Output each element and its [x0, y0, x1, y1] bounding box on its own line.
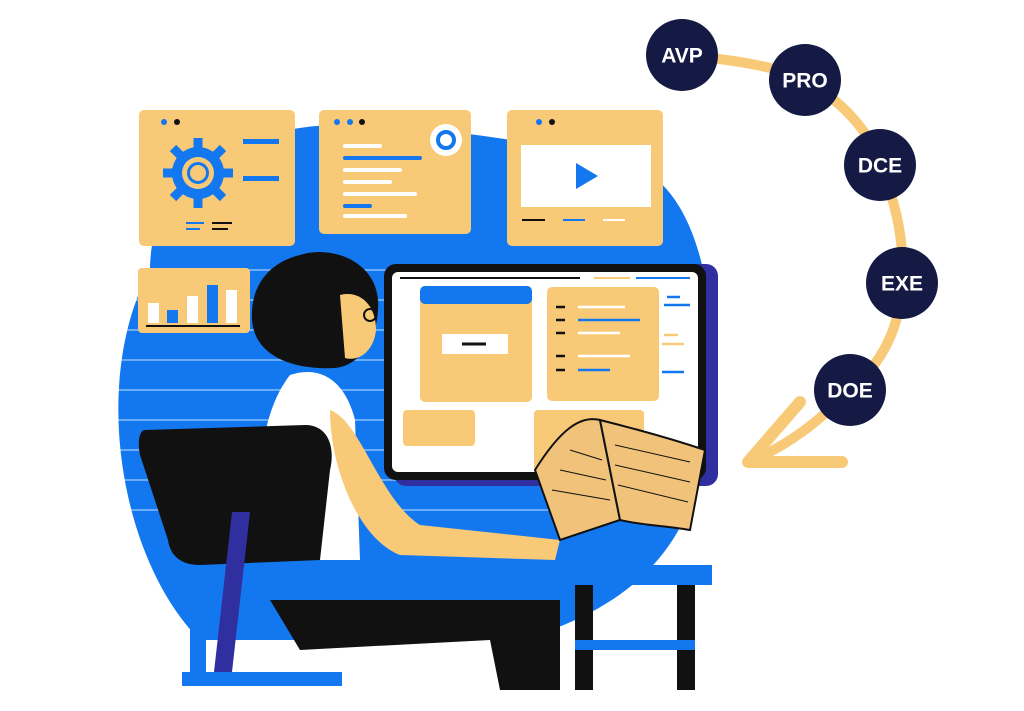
workflow-step-exe: EXE — [866, 247, 938, 319]
workflow-step-dce: DCE — [844, 129, 916, 201]
workflow-step-label: DOE — [827, 380, 873, 403]
bar-chart-panel — [138, 268, 250, 333]
workflow-step-doe: DOE — [814, 354, 886, 426]
workflow-step-label: DCE — [858, 155, 902, 178]
settings-panel — [139, 110, 295, 246]
chair — [138, 425, 342, 686]
workflow-step-pro: PRO — [769, 44, 841, 116]
target-icon — [430, 124, 462, 156]
workflow-step-label: EXE — [881, 273, 923, 296]
open-book-icon — [533, 418, 707, 542]
arrow-head-icon — [742, 396, 848, 468]
workflow-step-label: PRO — [782, 70, 828, 93]
workflow-step-avp: AVP — [646, 19, 718, 91]
desk — [172, 565, 712, 690]
gear-icon — [163, 138, 233, 208]
workflow-step-label: AVP — [661, 45, 703, 68]
video-panel — [507, 110, 663, 246]
code-panel — [319, 110, 471, 234]
play-icon — [576, 163, 598, 189]
